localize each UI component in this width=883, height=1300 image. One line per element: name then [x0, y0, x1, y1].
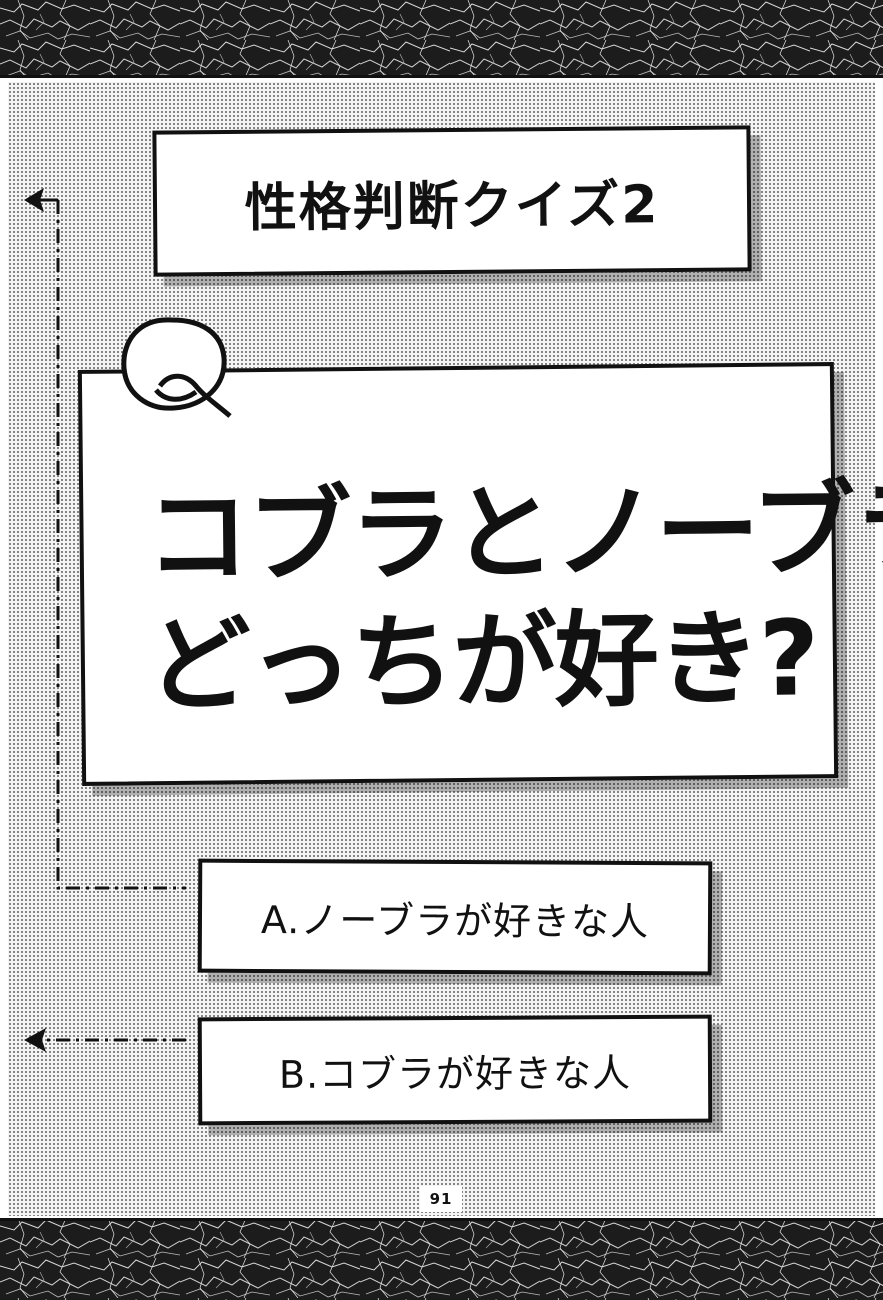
top-texture-band [0, 0, 883, 78]
left-arrow-icon [24, 1028, 46, 1052]
question-line-1: コブラとノーブラ [144, 467, 883, 599]
page-number-box: 91 [420, 1186, 462, 1212]
title-box: 性格判断クイズ2 [152, 125, 752, 277]
bottom-texture-band [0, 1218, 883, 1300]
question-line-2: どっちが好き? [146, 597, 818, 727]
texture-pattern [0, 1218, 883, 1300]
answer-b-label: B.コブラが好きな人 [278, 1050, 632, 1097]
answer-b-box: B.コブラが好きな人 [197, 1014, 713, 1126]
texture-pattern [0, 0, 883, 78]
left-arrow-icon [24, 188, 44, 212]
question-text: コブラとノーブラ どっちが好き? [144, 466, 883, 729]
page-title: 性格判断クイズ2 [244, 174, 660, 239]
Q-letter-icon [121, 317, 232, 418]
answer-a-box: A.ノーブラが好きな人 [197, 858, 713, 976]
page-number: 91 [429, 1190, 453, 1208]
dashed-line-a [56, 200, 186, 890]
answer-a-label: A.ノーブラが好きな人 [260, 897, 650, 944]
